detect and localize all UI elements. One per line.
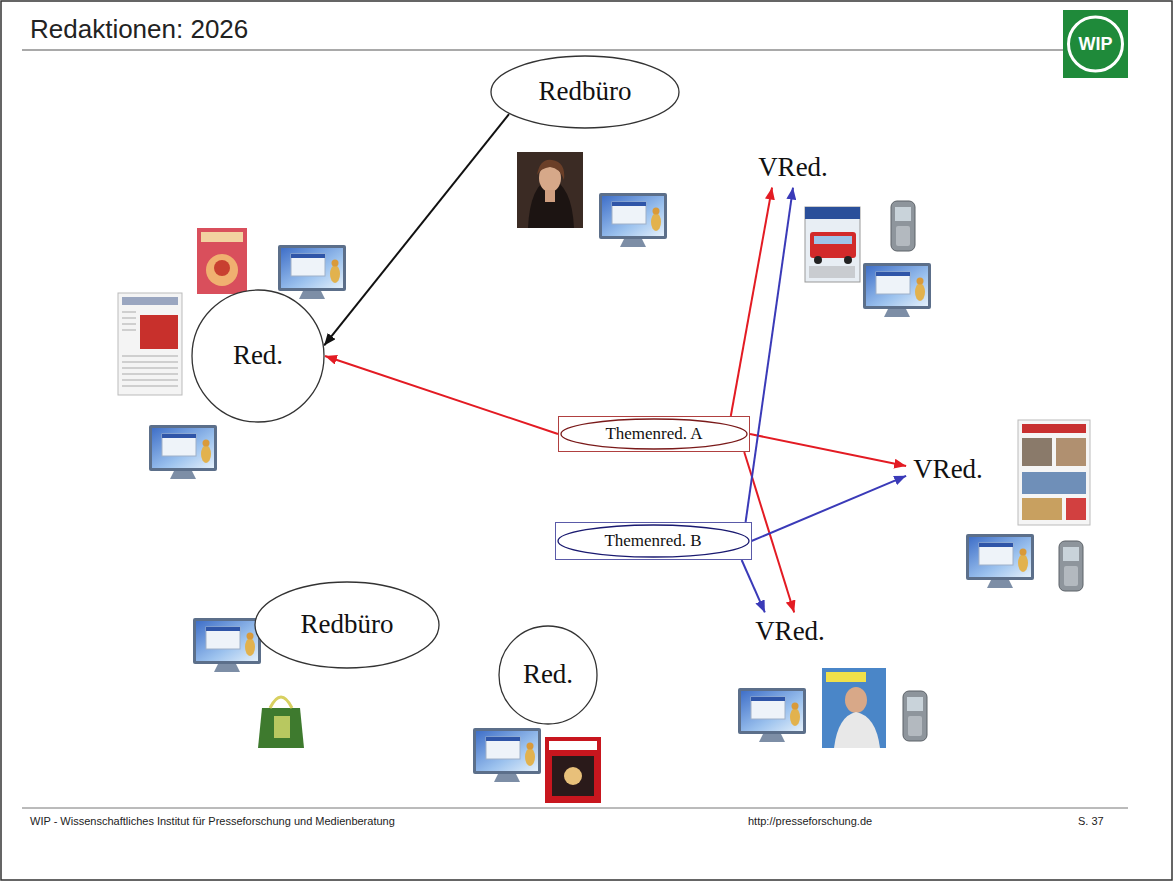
ellipse-outline [192, 290, 324, 422]
outlet-label: VRed. [751, 148, 835, 187]
monitor-icon [278, 245, 346, 299]
topic-box: Themenred. A [558, 416, 750, 452]
title-rule [22, 49, 1128, 50]
magazine-red [545, 737, 601, 803]
monitor-icon [599, 193, 667, 247]
connector-arrow [752, 476, 907, 541]
footer-url: http://presseforschung.de [748, 815, 872, 827]
office-ellipse: Redbüro [254, 581, 440, 669]
monitor-icon [966, 534, 1034, 588]
magazine-bus [805, 207, 860, 282]
woman-photo [517, 152, 583, 228]
logo-box [1063, 10, 1128, 78]
footer-institute: WIP - Wissenschaftliches Institut für Pr… [30, 815, 395, 827]
connector-arrow [324, 114, 509, 345]
green-bag [258, 697, 304, 748]
phone-icon [1059, 541, 1083, 591]
ellipse-outline [499, 626, 597, 724]
outlet-label: VRed. [748, 612, 832, 651]
node-text: Themenred. B [604, 531, 701, 551]
footer-rule [22, 808, 1128, 809]
node-text: VRed. [755, 616, 825, 647]
phone-icon [891, 201, 915, 251]
node-text: VRed. [913, 454, 983, 485]
magazine-man [822, 668, 886, 748]
connector-arrow [325, 356, 558, 434]
office-ellipse: Redbüro [490, 55, 680, 129]
monitor-icon [738, 688, 806, 742]
node-text: Red. [523, 659, 573, 690]
newsroom-circle: Red. [498, 625, 598, 725]
phone-icon [903, 691, 927, 741]
connector-arrow [750, 434, 906, 466]
ellipse-outline [491, 56, 679, 128]
logo-text: WIP [1079, 34, 1113, 55]
connector-arrow [746, 188, 793, 522]
newspaper-left [118, 293, 182, 395]
node-text: VRed. [758, 152, 828, 183]
box-outline [555, 523, 751, 560]
monitor-icon [473, 728, 541, 782]
monitor-icon [863, 263, 931, 317]
page-number: S. 37 [1078, 815, 1104, 827]
node-text: Redbüro [301, 609, 394, 640]
slide-title: Redaktionen: 2026 [30, 14, 248, 45]
connector-arrow [742, 560, 765, 612]
monitor-icon [149, 425, 217, 479]
logo-ring [1069, 17, 1123, 71]
node-text: Redbüro [539, 76, 632, 107]
monitor-icon [193, 618, 261, 672]
topic-box: Themenred. B [555, 522, 752, 560]
logo [1063, 10, 1128, 78]
ellipse-outline [561, 419, 747, 449]
newspaper-right [1018, 420, 1090, 525]
ellipse-outline [255, 582, 439, 668]
outlet-label: VRed. [906, 450, 990, 489]
newsroom-circle: Red. [191, 289, 325, 423]
node-text: Themenred. A [605, 424, 702, 444]
box-outline [559, 417, 750, 452]
ellipse-outline [558, 525, 749, 557]
magazine-small [197, 228, 247, 294]
node-text: Red. [233, 340, 283, 371]
